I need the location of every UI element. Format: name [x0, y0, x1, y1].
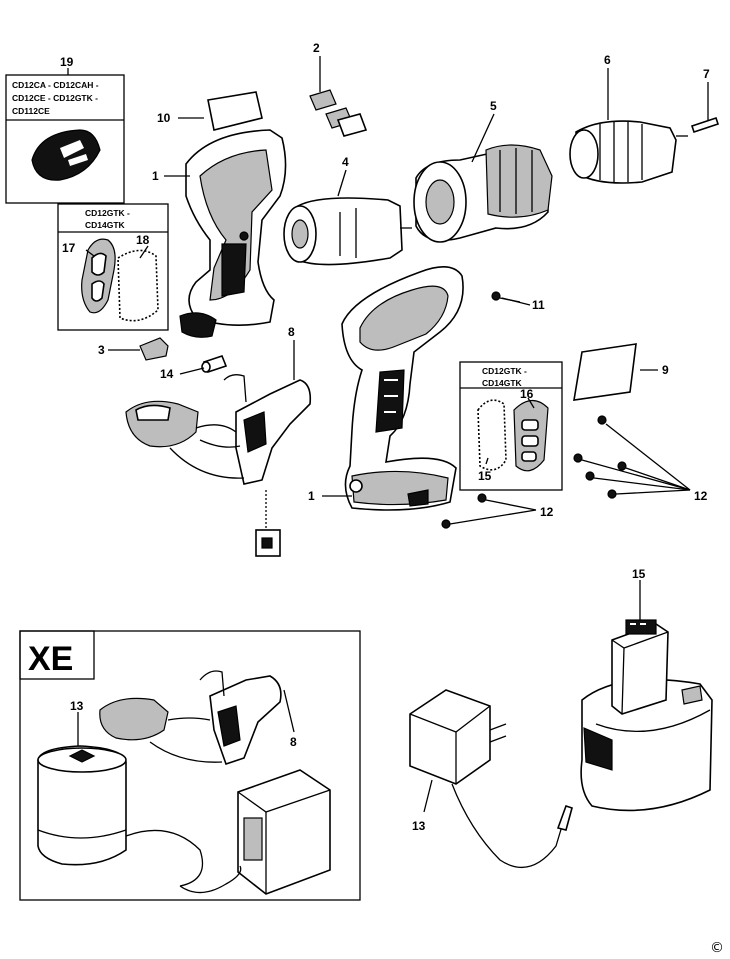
- callout-14: 14: [160, 367, 174, 381]
- part-9-label: [573, 343, 637, 401]
- part-15-16-box: CD12GTK - CD14GTK: [459, 361, 563, 491]
- callout-18: 18: [136, 233, 150, 247]
- callout-16: 16: [520, 387, 534, 401]
- callout-6: 6: [604, 53, 611, 67]
- callout-15-battery: 15: [632, 567, 646, 581]
- part-5-gearbox: [413, 144, 553, 243]
- callout-8-xe: 8: [290, 735, 297, 749]
- part-1-housing-right: [341, 266, 464, 511]
- callout-15-box: 15: [478, 469, 492, 483]
- callout-9: 9: [662, 363, 669, 377]
- callout-1-right: 1: [308, 489, 315, 503]
- part-12-screws: [441, 415, 627, 529]
- part-15-battery-pack: [580, 619, 713, 812]
- xe-power-transformer: [179, 769, 331, 895]
- part-11-screw: [491, 291, 521, 303]
- callout-12-bottom: 12: [540, 505, 554, 519]
- part-3-clip: [139, 337, 169, 361]
- part-15-side-label: [477, 399, 507, 471]
- part-2-brush-set: [309, 89, 368, 137]
- part-8-xe-switch-assembly: [99, 670, 282, 766]
- box-right-line2: CD14GTK: [482, 378, 523, 388]
- leader-lines: [77, 56, 709, 813]
- callout-1-left: 1: [152, 169, 159, 183]
- box-left-line1: CD12GTK -: [85, 208, 130, 218]
- part-1-housing-left: [179, 129, 287, 338]
- callout-8-main: 8: [288, 325, 295, 339]
- callout-2: 2: [313, 41, 320, 55]
- part-14-pin: [201, 355, 228, 373]
- part-8-switch-assembly: [125, 374, 312, 557]
- box19-line2: CD12CE - CD12GTK -: [12, 93, 98, 103]
- part-10-label: [207, 91, 263, 131]
- xe-label: XE: [28, 640, 73, 678]
- callout-13-plug: 13: [412, 819, 426, 833]
- callout-11: 11: [532, 298, 545, 312]
- callout-19: 19: [60, 55, 74, 69]
- part-13-plug-charger: [409, 689, 573, 868]
- copyright-mark: ©: [710, 940, 724, 956]
- box-right-line1: CD12GTK -: [482, 366, 527, 376]
- part-19-box: CD12CA - CD12CAH - CD12CE - CD12GTK - CD…: [5, 68, 125, 204]
- callout-5: 5: [490, 99, 497, 113]
- callout-13-xe: 13: [70, 699, 84, 713]
- part-6-chuck: [569, 120, 688, 184]
- callout-3: 3: [98, 343, 105, 357]
- callout-10: 10: [157, 111, 171, 125]
- callout-12-right: 12: [694, 489, 708, 503]
- part-13-charger-base: [37, 745, 204, 887]
- xe-kit-box: XE: [19, 630, 361, 901]
- part-4-motor: [283, 197, 412, 266]
- part-17-18-box: CD12GTK - CD14GTK: [57, 203, 169, 331]
- part-18-label-sticker: [117, 249, 159, 322]
- box-left-line2: CD14GTK: [85, 220, 126, 230]
- callout-17: 17: [62, 241, 76, 255]
- part-7-screw: [690, 116, 720, 134]
- box19-line1: CD12CA - CD12CAH -: [12, 80, 99, 90]
- box19-line3: CD112CE: [12, 106, 50, 116]
- part-17-grip-insert: [81, 238, 116, 314]
- callout-7: 7: [703, 67, 710, 81]
- callout-numbers: 19 2 10 1 4 5 6 7 17 18 3 14 8 11 9 16 1…: [60, 41, 710, 833]
- callout-4: 4: [342, 155, 349, 169]
